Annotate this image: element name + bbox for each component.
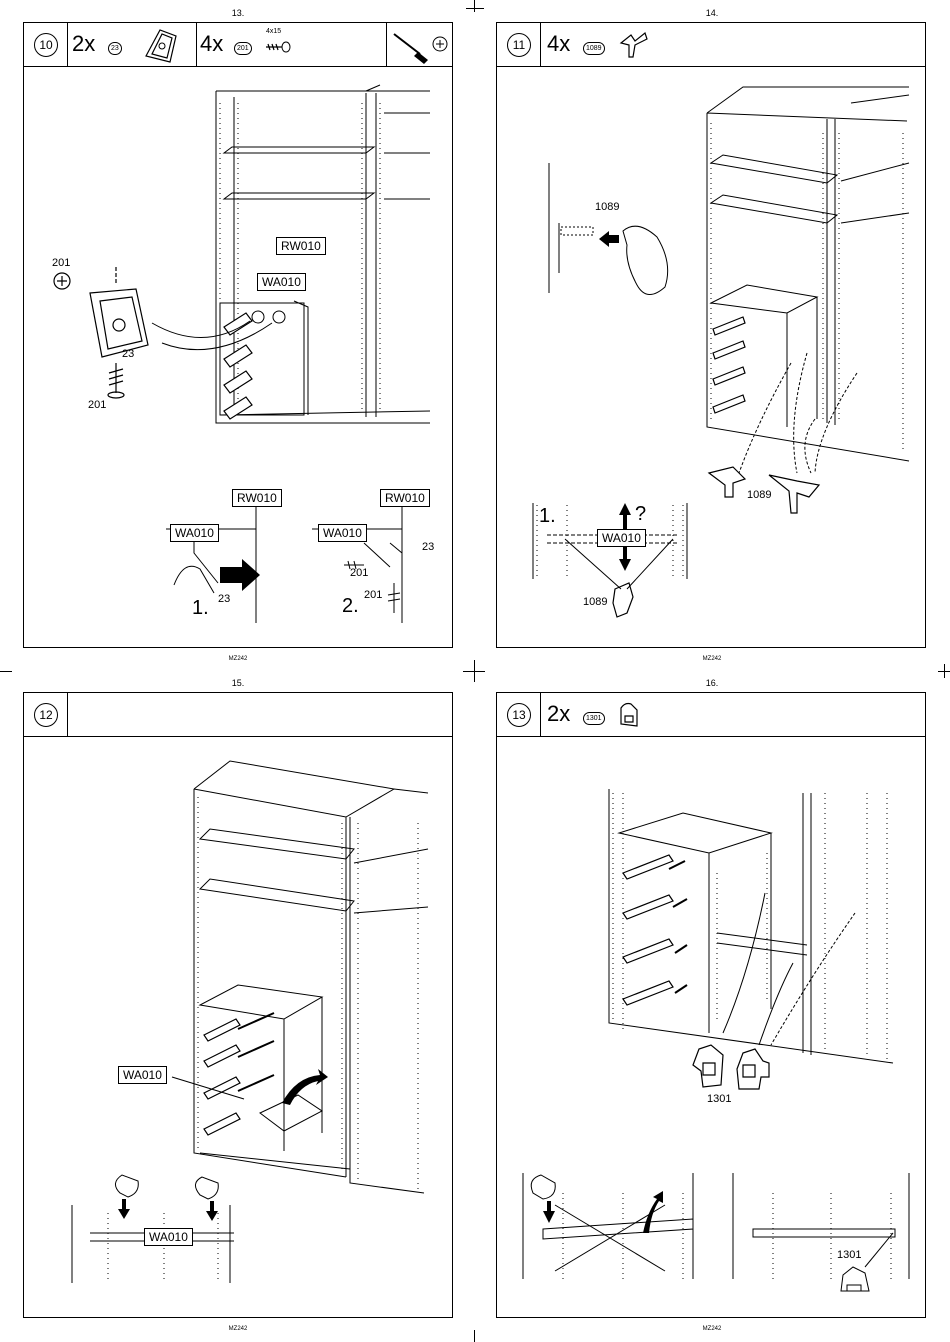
detail-part-number: 23	[422, 541, 434, 553]
detail-part-number: 1089	[583, 596, 607, 608]
detail-part-number: 1301	[837, 1249, 861, 1261]
instruction-panel-step-10: 10 2x 23 4x 201 4x15	[23, 22, 453, 648]
page-number: 14.	[682, 8, 742, 18]
instruction-panel-step-12: 12 WA010 WA010	[23, 692, 453, 1318]
page-footer: MZ242	[208, 656, 268, 662]
screw-number: 201	[52, 257, 70, 269]
instruction-panel-step-11: 11 4x 1089	[496, 22, 926, 648]
detail-step: 1.	[539, 505, 556, 528]
crop-mark	[463, 671, 485, 672]
lock-part-number: 1301	[707, 1093, 731, 1105]
detail-label-wa010: WA010	[170, 524, 219, 542]
detail-step: 2.	[342, 595, 359, 618]
detail-label-wa010: WA010	[597, 529, 646, 547]
page-footer: MZ242	[682, 1326, 742, 1332]
wardrobe-drawing	[24, 693, 454, 1319]
detail-step: 1.	[192, 597, 209, 620]
wardrobe-drawing	[24, 23, 454, 649]
page-number: 13.	[208, 8, 268, 18]
question-mark: ?	[635, 503, 646, 526]
part-label-wa010: WA010	[118, 1066, 167, 1084]
instruction-panel-step-13: 13 2x 1301	[496, 692, 926, 1318]
clip-part-number: 1089	[747, 489, 771, 501]
crop-mark	[474, 1330, 475, 1342]
detail-label-rw010: RW010	[232, 489, 282, 507]
screw-number: 201	[88, 399, 106, 411]
part-label-wa010: WA010	[257, 273, 306, 291]
detail-label-rw010: RW010	[380, 489, 430, 507]
inset-part-number: 1089	[595, 201, 619, 213]
page-footer: MZ242	[208, 1326, 268, 1332]
detail-screw-number: 201	[350, 567, 368, 579]
detail-label-wa010: WA010	[144, 1228, 193, 1246]
detail-screw-number: 201	[364, 589, 382, 601]
bracket-number: 23	[122, 348, 134, 360]
crop-mark	[474, 0, 475, 12]
part-label-rw010: RW010	[276, 237, 326, 255]
wardrobe-drawing	[497, 23, 927, 649]
crop-mark	[466, 8, 484, 9]
crop-mark	[944, 664, 945, 678]
page-number: 15.	[208, 678, 268, 688]
page-footer: MZ242	[682, 656, 742, 662]
page-number: 16.	[682, 678, 742, 688]
wardrobe-drawing	[497, 693, 927, 1319]
detail-label-wa010: WA010	[318, 524, 367, 542]
crop-mark	[0, 671, 12, 672]
detail-part-number: 23	[218, 593, 230, 605]
